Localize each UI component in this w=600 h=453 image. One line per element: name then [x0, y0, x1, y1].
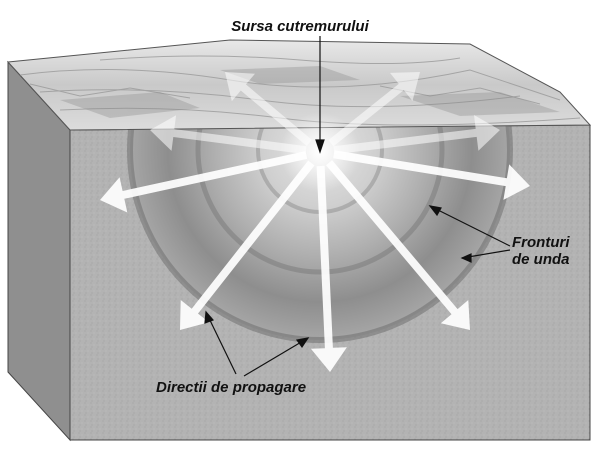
terrain-surface — [6, 39, 592, 131]
propagation-arrow-2 — [180, 160, 315, 330]
propagation-arrow-3 — [310, 165, 347, 372]
propagation-arrow-9 — [333, 115, 500, 155]
wavefronts-label-line2: de unda — [512, 251, 570, 268]
wavefronts-label-line1: Fronturi — [512, 234, 570, 251]
wavefront-pointer-1 — [429, 205, 511, 247]
wavefront-pointer-2-head — [460, 253, 472, 263]
propagation-arrow-8 — [150, 115, 307, 155]
propagation-arrow-5 — [333, 150, 530, 200]
propagation-arrow-1 — [100, 151, 308, 213]
direction-pointer-2-head — [295, 337, 310, 349]
pointer-lines — [204, 36, 511, 377]
wavefront-pointer-1-head — [428, 205, 442, 217]
propagation-arrow-4 — [326, 160, 470, 330]
direction-pointer-1-head — [204, 310, 215, 324]
source-pointer-head — [315, 139, 325, 154]
direction-pointer-2 — [243, 337, 309, 377]
direction-pointer-1 — [205, 311, 237, 375]
terrain-shadows — [60, 66, 560, 118]
propagation-arrow-6 — [225, 72, 312, 146]
propagation-arrow-7 — [328, 72, 420, 147]
propagation-directions-label: Directii de propagare — [156, 379, 307, 396]
wavefronts-label: Fronturi de unda — [512, 234, 570, 268]
propagation-arrows — [100, 72, 530, 372]
earthquake-source-label: Sursa cutremurului — [231, 18, 369, 35]
